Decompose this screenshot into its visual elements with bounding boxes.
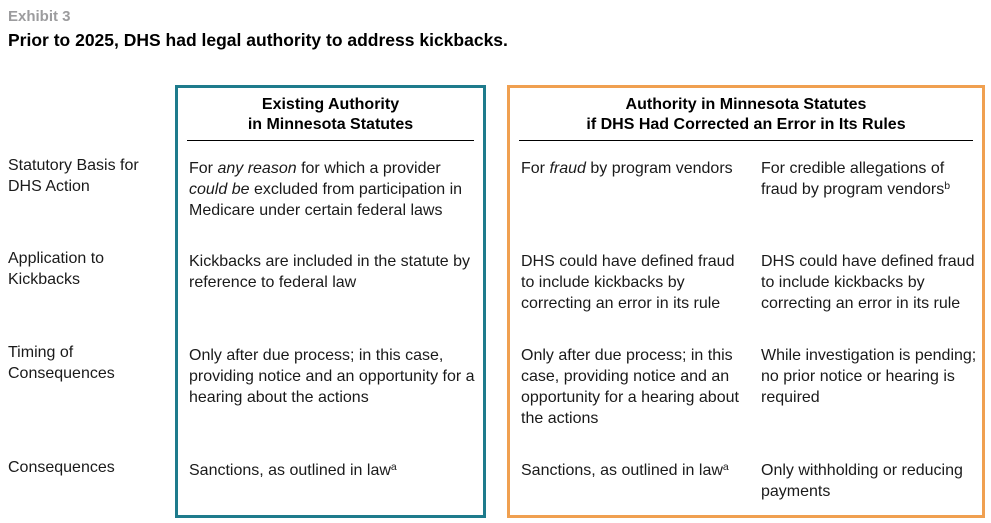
existing-box-header-line2: in Minnesota Statutes bbox=[247, 116, 414, 133]
existing-authority-box: Existing Authority in Minnesota Statutes… bbox=[175, 85, 486, 518]
existing-box-header-line1: Existing Authority bbox=[261, 96, 400, 113]
corrected-authority-box: Authority in Minnesota Statutes if DHS H… bbox=[507, 85, 985, 518]
corrected-box-header: Authority in Minnesota Statutes if DHS H… bbox=[510, 95, 982, 135]
row-label-statutory-basis: Statutory Basis for DHS Action bbox=[8, 157, 139, 195]
corrected-col1-application-kickbacks: DHS could have defined fraud to include … bbox=[521, 253, 735, 312]
existing-box-header-divider bbox=[187, 140, 474, 141]
row-label-consequences: Consequences bbox=[8, 459, 115, 476]
corrected-box-header-line1: Authority in Minnesota Statutes bbox=[625, 96, 867, 113]
corrected-col1-timing-consequences: Only after due process; in this case, pr… bbox=[521, 347, 739, 427]
corrected-box-header-divider bbox=[519, 140, 973, 141]
corrected-col1-consequences: Sanctions, as outlined in lawa bbox=[521, 461, 729, 479]
corrected-box-header-line2: if DHS Had Corrected an Error in Its Rul… bbox=[586, 116, 906, 133]
corrected-col2-consequences: Only withholding or reducing payments bbox=[761, 462, 963, 500]
corrected-col2-statutory-basis: For credible allegations of fraud by pro… bbox=[761, 160, 951, 198]
exhibit-label: Exhibit 3 bbox=[8, 8, 71, 25]
corrected-col2-application-kickbacks: DHS could have defined fraud to include … bbox=[761, 253, 975, 312]
existing-cell-consequences: Sanctions, as outlined in lawa bbox=[189, 461, 397, 479]
corrected-col2-timing-consequences: While investigation is pending; no prior… bbox=[761, 347, 977, 406]
existing-cell-application-kickbacks: Kickbacks are included in the statute by… bbox=[189, 253, 471, 291]
corrected-col1-statutory-basis: For fraud by program vendors bbox=[521, 160, 733, 177]
row-label-application-kickbacks: Application to Kickbacks bbox=[8, 250, 105, 288]
existing-cell-timing-consequences: Only after due process; in this case, pr… bbox=[189, 347, 475, 406]
existing-cell-statutory-basis: For any reason for which a provider coul… bbox=[189, 160, 463, 219]
page-title: Prior to 2025, DHS had legal authority t… bbox=[8, 30, 508, 50]
row-label-timing-consequences: Timing of Consequences bbox=[8, 344, 115, 382]
existing-box-header: Existing Authority in Minnesota Statutes bbox=[178, 95, 483, 135]
